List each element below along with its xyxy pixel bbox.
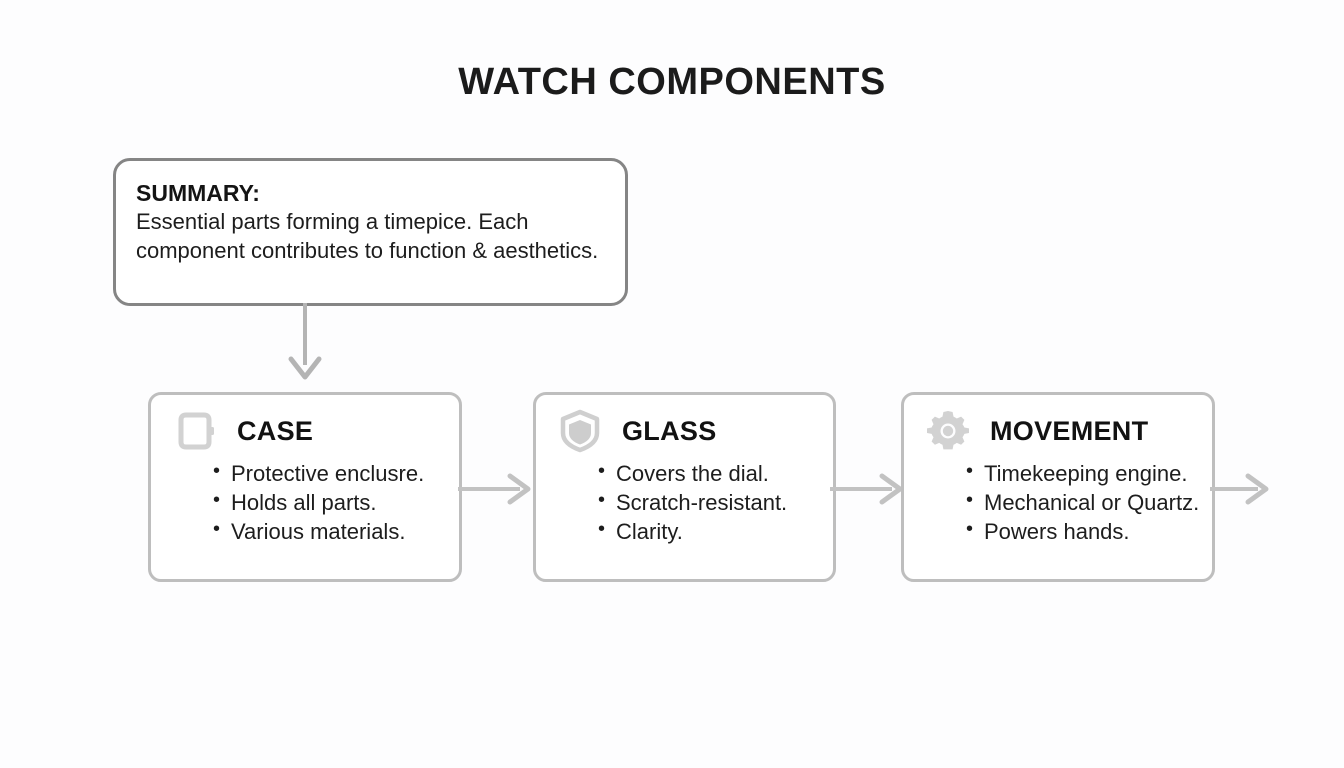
card-movement-bullets: Timekeeping engine. Mechanical or Quartz… (904, 458, 1212, 546)
card-case-header: CASE (151, 395, 459, 451)
list-item: Timekeeping engine. (966, 458, 1212, 488)
card-movement[interactable]: MOVEMENT Timekeeping engine. Mechanical … (901, 392, 1215, 582)
list-item: Clarity. (598, 516, 833, 546)
summary-to-case-arrow-icon (288, 303, 322, 380)
card-case-bullets: Protective enclusre. Holds all parts. Va… (151, 458, 459, 546)
list-item: Scratch-resistant. (598, 487, 833, 517)
summary-heading: SUMMARY: (136, 180, 260, 206)
list-item: Mechanical or Quartz. (966, 487, 1212, 517)
card-glass[interactable]: GLASS Covers the dial. Scratch-resistant… (533, 392, 836, 582)
card-case-title: CASE (237, 415, 314, 446)
card-glass-bullets: Covers the dial. Scratch-resistant. Clar… (536, 458, 833, 546)
card-glass-header: GLASS (536, 395, 833, 453)
shield-icon (560, 409, 600, 453)
list-item: Protective enclusre. (213, 458, 459, 488)
watch-case-icon (178, 412, 214, 450)
gear-icon (927, 411, 969, 450)
card-case[interactable]: CASE Protective enclusre. Holds all part… (148, 392, 462, 582)
movement-trailing-arrow-icon (1210, 473, 1269, 505)
page-title: WATCH COMPONENTS (458, 61, 886, 103)
summary-box: SUMMARY: Essential parts forming a timep… (113, 158, 628, 306)
case-to-glass-arrow-icon (458, 473, 531, 505)
glass-to-movement-arrow-icon (830, 473, 903, 505)
summary-text: Essential parts forming a timepice. Each… (136, 209, 599, 264)
card-movement-header: MOVEMENT (904, 395, 1212, 451)
list-item: Various materials. (213, 516, 459, 546)
list-item: Covers the dial. (598, 458, 833, 488)
card-movement-title: MOVEMENT (990, 415, 1149, 446)
card-glass-title: GLASS (622, 415, 717, 446)
list-item: Powers hands. (966, 516, 1212, 546)
list-item: Holds all parts. (213, 487, 459, 517)
